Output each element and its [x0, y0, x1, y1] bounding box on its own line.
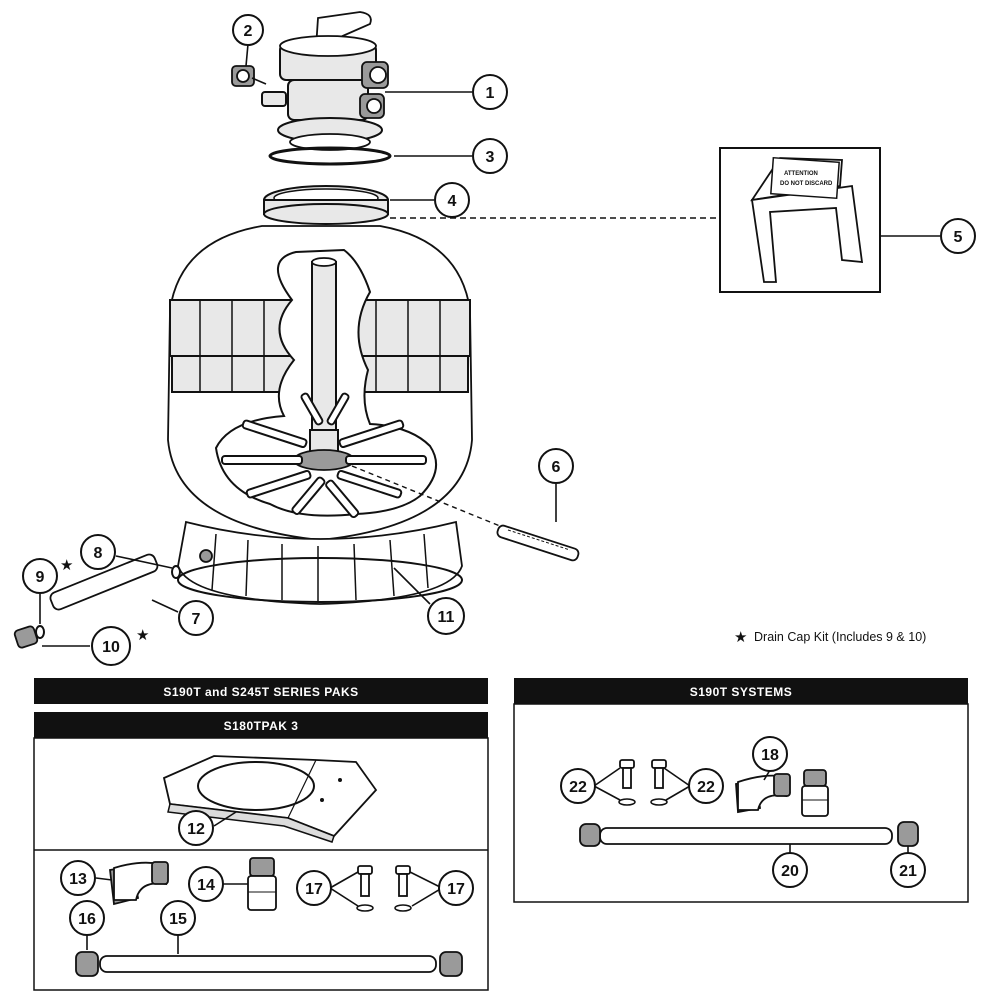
pipe-20	[579, 821, 919, 847]
s190t-systems-title: S190T SYSTEMS	[690, 685, 793, 699]
sign-line-1: ATTENTION	[784, 171, 818, 177]
callout-8: 8	[80, 534, 116, 570]
series-paks-title: S190T and S245T SERIES PAKS	[163, 685, 358, 699]
callout-16: 16	[69, 900, 105, 936]
bolts-17	[356, 865, 412, 912]
callout-14-label: 14	[197, 877, 215, 894]
drain-cap-o-ring	[35, 625, 45, 639]
callout-16-label: 16	[78, 911, 96, 928]
callout-8-label: 8	[94, 545, 103, 562]
callout-2: 2	[232, 14, 264, 46]
callout-6: 6	[538, 448, 574, 484]
callout-2-label: 2	[244, 23, 253, 40]
bolts-22	[618, 759, 668, 806]
callout-6-label: 6	[552, 459, 561, 476]
callout-4: 4	[434, 182, 470, 218]
callout-12: 12	[178, 810, 214, 846]
callout-13-label: 13	[69, 871, 87, 888]
callout-11: 11	[427, 597, 465, 635]
callout-4-label: 4	[448, 193, 457, 210]
pressure-gauge	[231, 65, 267, 87]
elbow-fitting-18	[735, 773, 791, 814]
filter-base	[177, 520, 463, 605]
star-9: ★	[60, 556, 73, 574]
s190t-systems-panel: S190T SYSTEMS 22 22 18	[513, 678, 969, 903]
callout-10: 10	[91, 626, 131, 666]
elbow-fitting-13	[109, 861, 169, 906]
callout-13: 13	[60, 860, 96, 896]
callout-5-label: 5	[954, 229, 963, 246]
callout-22-right: 22	[688, 768, 724, 804]
callout-7: 7	[178, 600, 214, 636]
valve-o-ring	[268, 146, 392, 166]
callout-11-label: 11	[438, 609, 455, 626]
callout-22-right-label: 22	[697, 779, 715, 796]
callout-15: 15	[160, 900, 196, 936]
callout-15-label: 15	[169, 911, 187, 928]
spare-lateral	[496, 524, 580, 562]
callout-17-right: 17	[438, 870, 474, 906]
callout-22-left: 22	[560, 768, 596, 804]
callout-5: 5	[940, 218, 976, 254]
callout-3-label: 3	[486, 149, 495, 166]
tank-flange	[263, 185, 389, 225]
callout-3: 3	[472, 138, 508, 174]
callout-7-label: 7	[192, 611, 201, 628]
series-paks-panel: S190T and S245T SERIES PAKS S180TPAK 3 1…	[33, 678, 489, 991]
callout-18: 18	[752, 736, 788, 772]
callout-12-label: 12	[187, 821, 205, 838]
callout-17-left: 17	[296, 870, 332, 906]
callout-22-left-label: 22	[569, 779, 587, 796]
filter-tank	[167, 225, 473, 541]
sign-line-2: DO NOT DISCARD	[780, 181, 833, 187]
callout-17-right-label: 17	[447, 881, 465, 898]
callout-9-label: 9	[36, 569, 45, 586]
leader-lines	[39, 43, 940, 647]
callout-14: 14	[188, 866, 224, 902]
drain-cap-kit-note: Drain Cap Kit (Includes 9 & 10)	[754, 630, 926, 644]
note-star: ★	[734, 628, 747, 646]
callout-1: 1	[472, 74, 508, 110]
callout-20: 20	[772, 852, 808, 888]
callout-21-label: 21	[899, 863, 917, 880]
mounting-plate	[162, 755, 378, 843]
adapter-19	[801, 769, 829, 817]
callout-1-label: 1	[486, 85, 495, 102]
s180tpak-title: S180TPAK 3	[224, 719, 299, 733]
callout-10-label: 10	[102, 639, 120, 656]
multiport-valve	[261, 11, 389, 151]
drain-pipe	[49, 553, 159, 611]
drain-o-ring	[171, 565, 181, 579]
callout-9: 9	[22, 558, 58, 594]
warning-sign-box: ATTENTION DO NOT DISCARD	[719, 147, 881, 293]
callout-18-label: 18	[761, 747, 779, 764]
callout-17-left-label: 17	[305, 881, 323, 898]
callout-20-label: 20	[781, 863, 799, 880]
star-10: ★	[136, 626, 149, 644]
pipe-15	[75, 951, 463, 977]
adapter-14	[247, 857, 277, 911]
drain-cap	[13, 625, 39, 649]
callout-21: 21	[890, 852, 926, 888]
